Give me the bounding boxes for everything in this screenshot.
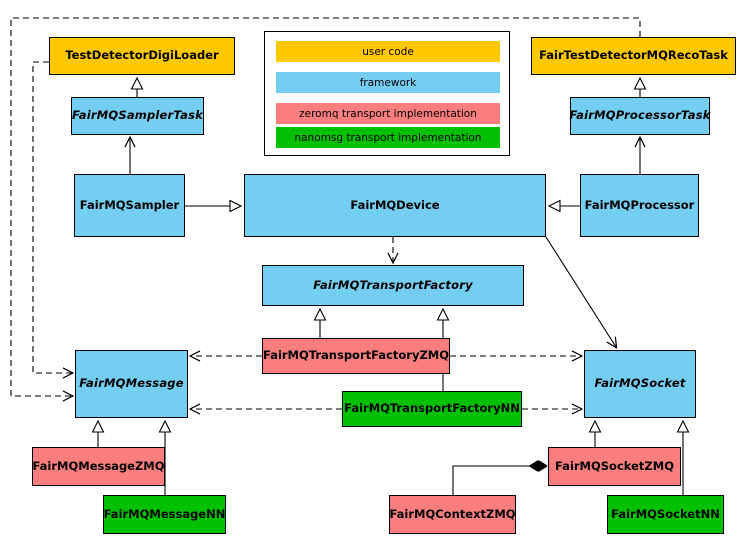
class-label-fairmqsocket: FairMQSocket — [594, 376, 686, 391]
class-node-fairmqmessage[interactable]: FairMQMessage — [75, 350, 188, 418]
class-label-fairmqprocessortask: FairMQProcessorTask — [569, 108, 711, 123]
class-node-fairmqtransportfactoryzmq[interactable]: FairMQTransportFactoryZMQ — [262, 338, 450, 374]
class-node-testdetectordigiloader[interactable]: TestDetectorDigiLoader — [49, 37, 235, 75]
class-label-fairmqsocketzmq: FairMQSocketZMQ — [555, 458, 674, 473]
class-label-fairmqtransportfactoryzmq: FairMQTransportFactoryZMQ — [263, 348, 450, 363]
class-node-fairmqdevice[interactable]: FairMQDevice — [244, 174, 546, 237]
legend-item-nanomsg: nanomsg transport implementation — [276, 127, 500, 148]
class-node-fairmqmessagezmq[interactable]: FairMQMessageZMQ — [32, 447, 165, 486]
class-label-testdetectordigiloader: TestDetectorDigiLoader — [65, 48, 219, 63]
class-node-fairtestdetectormqrecotask[interactable]: FairTestDetectorMQRecoTask — [531, 37, 736, 75]
class-label-fairtestdetectormqrecotask: FairTestDetectorMQRecoTask — [539, 48, 728, 63]
edge-dependency-digiloader-message — [32, 61, 72, 373]
class-node-fairmqsocketnn[interactable]: FairMQSocketNN — [607, 495, 724, 534]
legend-label-user-code: user code — [362, 45, 414, 58]
legend-label-framework: framework — [359, 76, 417, 89]
legend-item-framework: framework — [276, 72, 500, 93]
class-node-fairmqprocessortask[interactable]: FairMQProcessorTask — [569, 97, 711, 135]
class-node-fairmqtransportfactory[interactable]: FairMQTransportFactory — [262, 265, 524, 306]
class-label-fairmqmessagezmq: FairMQMessageZMQ — [32, 458, 165, 473]
legend-item-zeromq: zeromq transport implementation — [276, 103, 500, 124]
class-node-fairmqsocketzmq[interactable]: FairMQSocketZMQ — [548, 447, 681, 486]
class-node-fairmqmessagenn[interactable]: FairMQMessageNN — [103, 495, 226, 534]
edge-composition-socketzmq-contextzmq — [452, 466, 546, 495]
class-label-fairmqcontextzmq: FairMQContextZMQ — [389, 506, 516, 521]
edge-association-device-socket — [545, 236, 616, 347]
class-node-fairmqsamplertask[interactable]: FairMQSamplerTask — [71, 97, 204, 135]
legend-label-nanomsg: nanomsg transport implementation — [294, 131, 482, 144]
class-label-fairmqprocessor: FairMQProcessor — [584, 197, 695, 212]
class-node-fairmqtransportfactorynn[interactable]: FairMQTransportFactoryNN — [342, 391, 522, 427]
class-node-fairmqprocessor[interactable]: FairMQProcessor — [580, 174, 699, 237]
legend-box: user code framework zeromq transport imp… — [264, 31, 510, 156]
class-label-fairmqdevice: FairMQDevice — [350, 197, 440, 212]
class-label-fairmqtransportfactorynn: FairMQTransportFactoryNN — [344, 401, 520, 416]
legend-label-zeromq: zeromq transport implementation — [299, 107, 477, 120]
legend-item-user-code: user code — [276, 41, 500, 62]
class-label-fairmqtransportfactory: FairMQTransportFactory — [313, 277, 473, 292]
class-node-fairmqsocket[interactable]: FairMQSocket — [584, 350, 696, 418]
class-node-fairmqsampler[interactable]: FairMQSampler — [74, 174, 185, 237]
class-node-fairmqcontextzmq[interactable]: FairMQContextZMQ — [389, 495, 516, 534]
class-label-fairmqmessagenn: FairMQMessageNN — [103, 506, 226, 521]
class-label-fairmqsamplertask: FairMQSamplerTask — [72, 108, 203, 123]
class-label-fairmqsampler: FairMQSampler — [79, 197, 180, 212]
class-label-fairmqsocketnn: FairMQSocketNN — [611, 506, 720, 521]
class-label-fairmqmessage: FairMQMessage — [79, 376, 184, 391]
